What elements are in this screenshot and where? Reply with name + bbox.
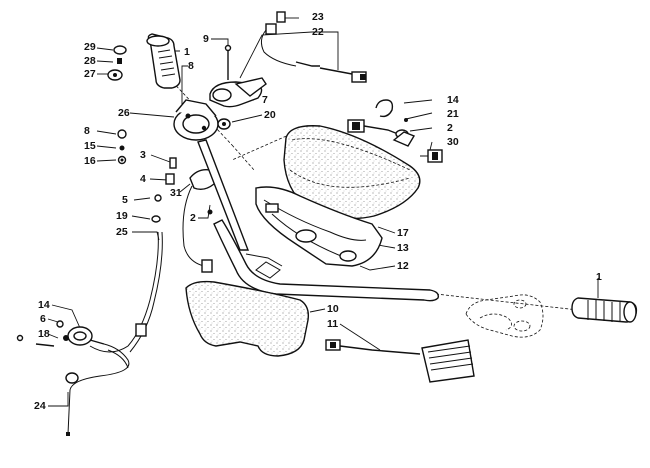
- callout-8-left: 8: [84, 125, 90, 137]
- part-30-connector: [420, 149, 443, 163]
- callout-1-right: 1: [596, 271, 602, 283]
- callout-31: 31: [170, 187, 182, 199]
- part-24-brake-cable: [65, 343, 130, 436]
- part-1-right-grip: [571, 297, 638, 323]
- callout-29: 29: [84, 41, 96, 53]
- callout-14-left: 14: [38, 299, 50, 311]
- callout-4: 4: [140, 173, 146, 185]
- callout-12: 12: [397, 260, 409, 272]
- part-10-lower-pad: [185, 280, 310, 357]
- part-7-throttle-clamp: [209, 77, 267, 108]
- parts-3-4-5-bolts: [154, 157, 177, 202]
- part-14-clip-top: [375, 99, 394, 118]
- left-fasteners: [117, 129, 127, 165]
- callout-13: 13: [397, 242, 409, 254]
- part-21-screw: [392, 118, 416, 147]
- callout-3: 3: [140, 149, 146, 161]
- part-31-switch: [182, 168, 216, 273]
- part-20-nut: [217, 118, 231, 130]
- callout-19: 19: [116, 210, 128, 222]
- part-1-left-grip: [146, 33, 181, 89]
- riser-post: [197, 139, 250, 251]
- part-23-connector: [260, 11, 297, 67]
- callout-21: 21: [447, 108, 459, 120]
- callout-10: 10: [327, 303, 339, 315]
- callout-7: 7: [262, 94, 268, 106]
- callout-25: 25: [116, 226, 128, 238]
- callout-24: 24: [34, 400, 46, 412]
- part-13-pad-base: [255, 186, 383, 267]
- part-14-left-bracket: [16, 320, 105, 347]
- callout-5: 5: [122, 194, 128, 206]
- part-25-cable: [89, 215, 163, 353]
- callout-18: 18: [38, 328, 50, 340]
- left-small-parts: [107, 45, 127, 81]
- callout-27: 27: [84, 68, 96, 80]
- part-12-handlebar: [213, 219, 440, 302]
- callout-30: 30: [447, 136, 459, 148]
- callout-23: 23: [312, 11, 324, 23]
- callout-17: 17: [397, 227, 409, 239]
- leader-lines: [47, 17, 599, 407]
- part-26-throttle-housing: [173, 99, 219, 141]
- callout-20: 20: [264, 109, 276, 121]
- callout-14-top: 14: [447, 94, 459, 106]
- callout-1-top: 1: [184, 46, 190, 58]
- callout-9: 9: [203, 33, 209, 45]
- callout-22: 22: [312, 26, 324, 38]
- callout-16: 16: [84, 155, 96, 167]
- callout-2-right: 2: [447, 122, 453, 134]
- right-control-assembly: [465, 294, 544, 338]
- callout-15: 15: [84, 140, 96, 152]
- callout-28: 28: [84, 55, 96, 67]
- callout-2-mid: 2: [190, 212, 196, 224]
- callout-8-top: 8: [188, 60, 194, 72]
- callout-6: 6: [40, 313, 46, 325]
- callout-11: 11: [327, 318, 339, 330]
- part-11-heater: [325, 339, 475, 383]
- callout-26: 26: [118, 107, 130, 119]
- part-22-wiring-harness: [295, 61, 367, 83]
- part-9-screw: [224, 44, 232, 80]
